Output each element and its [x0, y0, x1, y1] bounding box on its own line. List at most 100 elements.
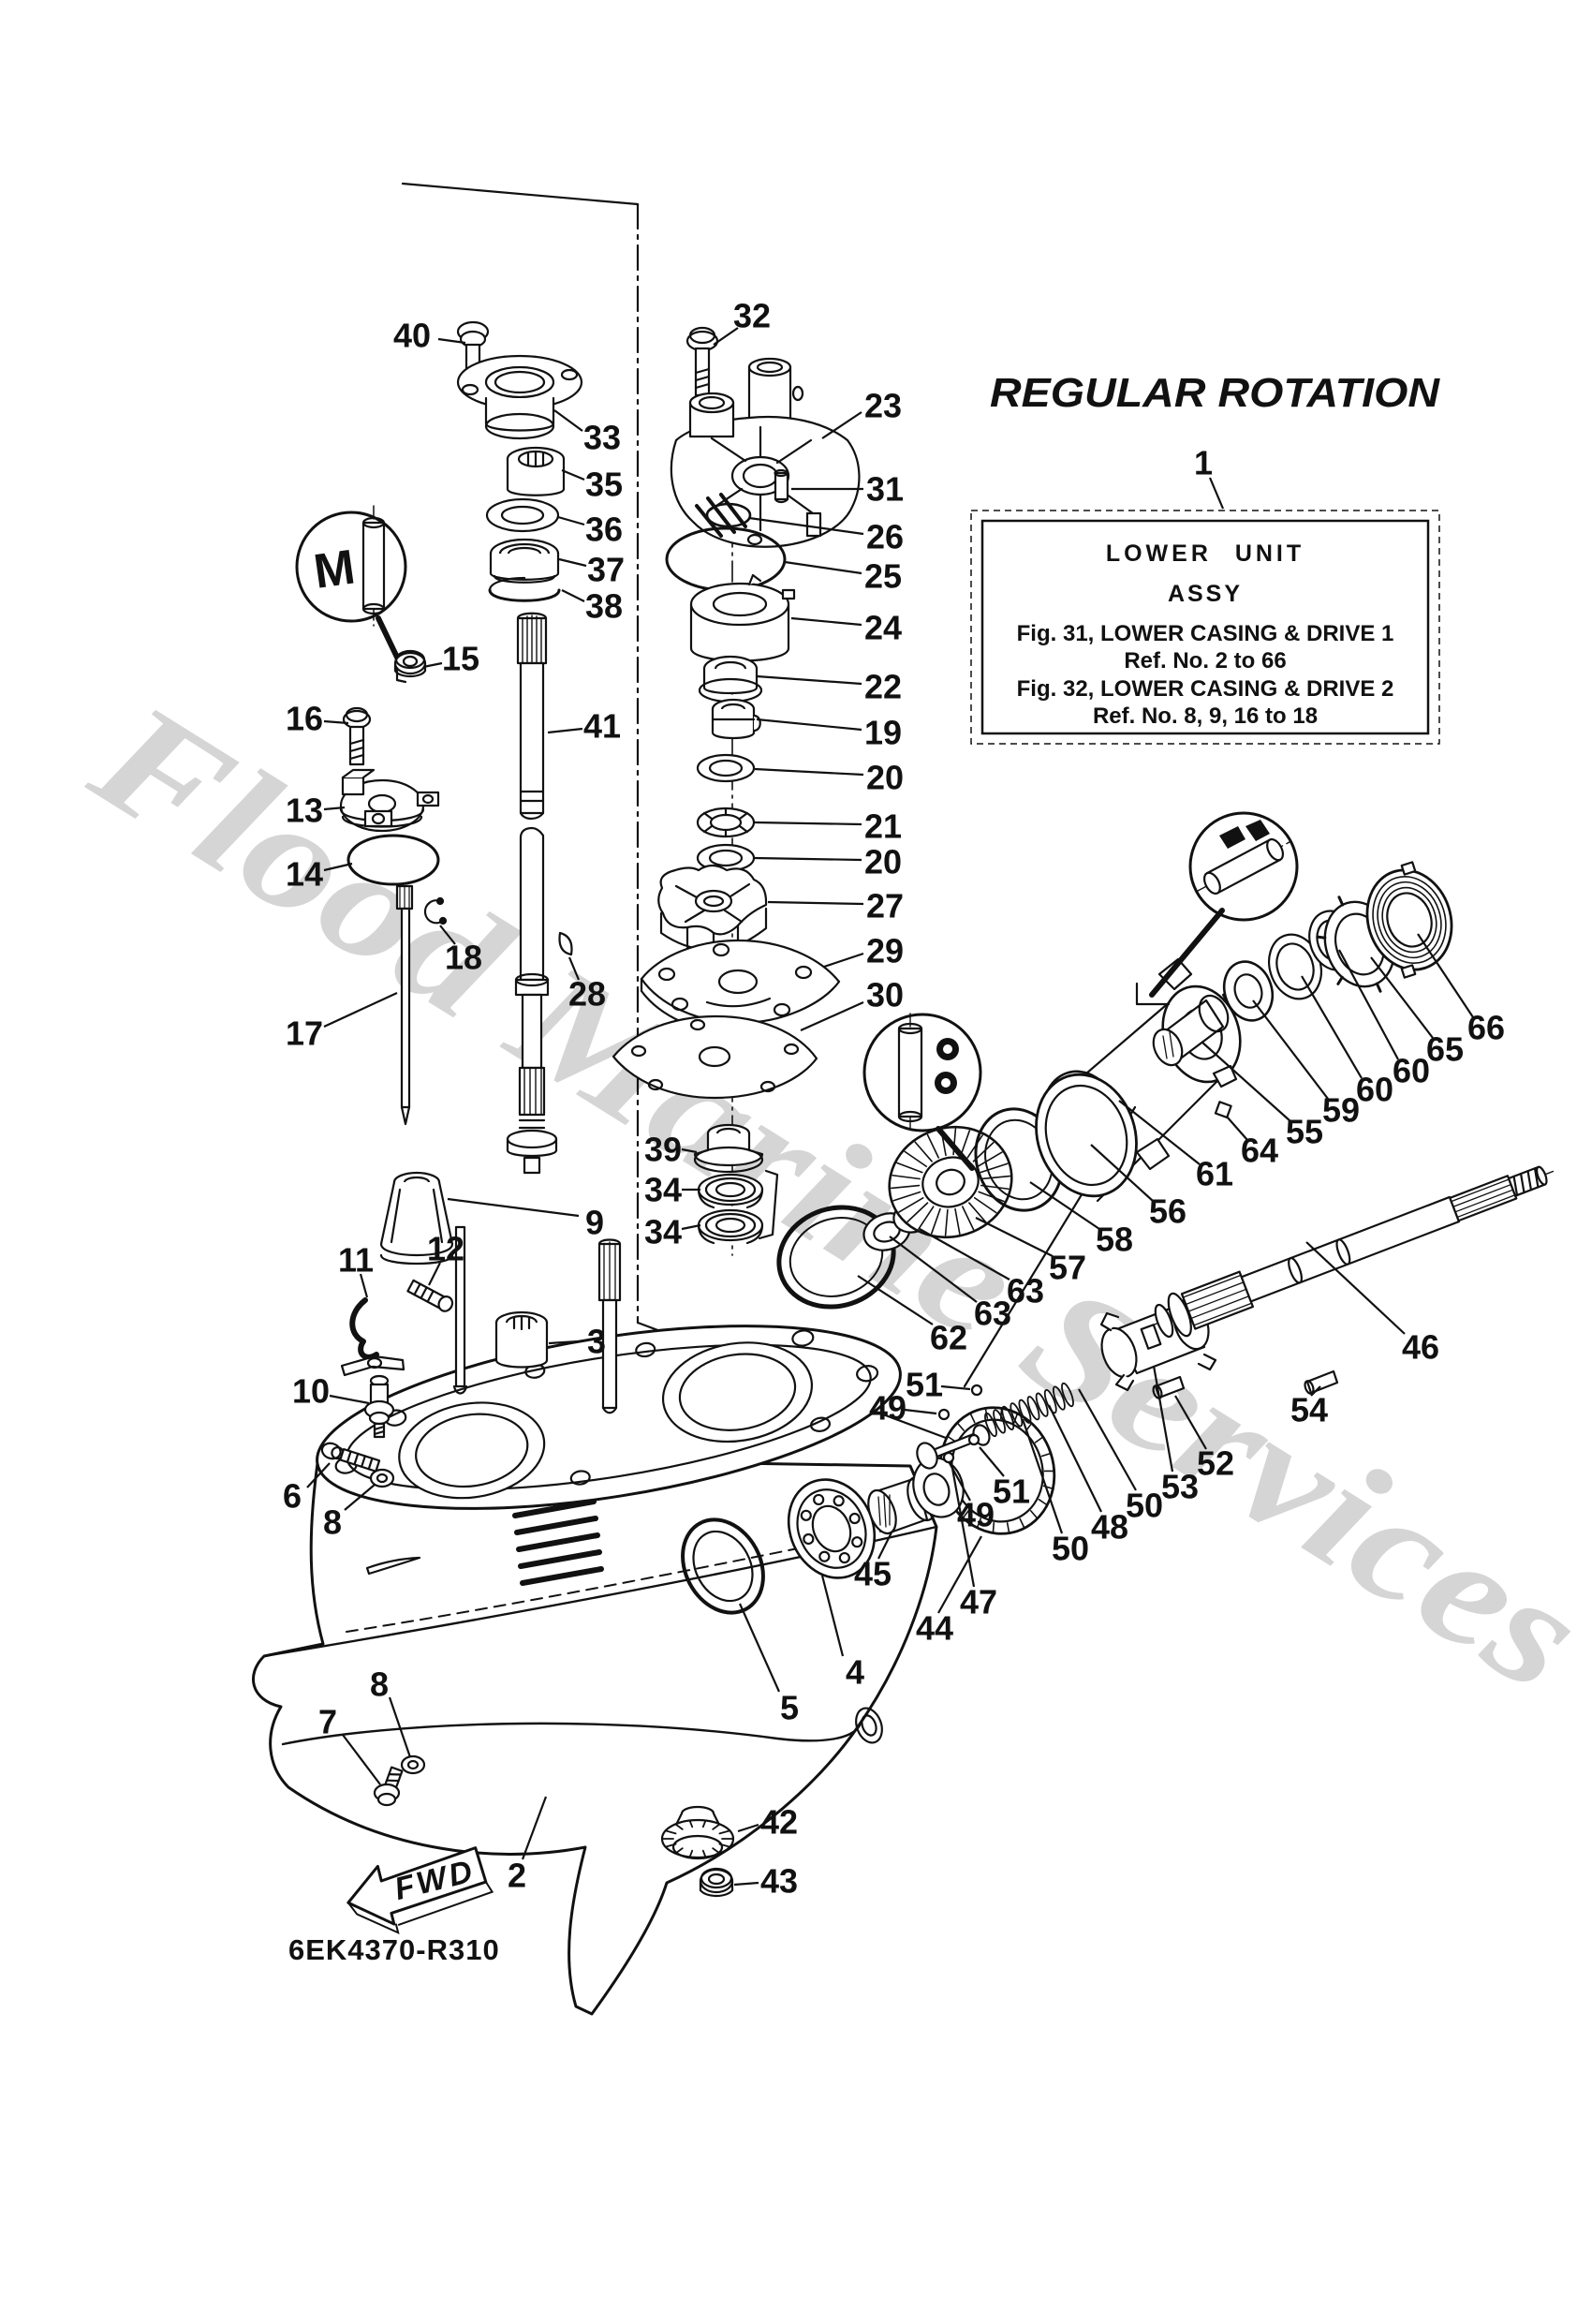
callout-label-10: 10: [292, 1372, 330, 1411]
callout-label-37: 37: [587, 551, 625, 589]
callout-label-5: 5: [780, 1689, 799, 1727]
callout-label-51: 51: [993, 1473, 1030, 1511]
callout-leader-43: [733, 1881, 759, 1887]
callout-label-39: 39: [644, 1131, 682, 1169]
anode-screw-10: [363, 1374, 395, 1439]
reverse-gear-57: [888, 1125, 1013, 1239]
callout-leader-56: [1090, 1144, 1154, 1202]
pin-54: [1304, 1369, 1339, 1395]
callout-label-9: 9: [585, 1204, 604, 1242]
pin-detail-balloon-left: [862, 1013, 982, 1171]
callout-label-4: 4: [846, 1653, 864, 1692]
info-box-line2: ASSY: [1168, 581, 1243, 607]
callout-leader-34: [681, 1223, 701, 1231]
callout-leader-53: [1152, 1365, 1174, 1473]
callout-label-64: 64: [1241, 1132, 1278, 1170]
collar-19: [711, 698, 761, 740]
callout-leader-10: [329, 1394, 370, 1405]
callout-label-20: 20: [866, 759, 904, 797]
callout-leader-30: [800, 1000, 864, 1032]
callout-leader-51: [940, 1384, 971, 1391]
pinion-gear-42: [660, 1805, 735, 1860]
washer-36: [485, 497, 560, 533]
o-ring-14: [346, 834, 440, 886]
callout-label-35: 35: [585, 466, 623, 504]
screw-7: [373, 1766, 404, 1807]
callout-leader-51: [979, 1446, 1005, 1477]
callout-leader-26: [748, 516, 864, 536]
washer-20a: [696, 753, 756, 783]
callout-leader-12: [428, 1262, 441, 1286]
seal-22: [698, 655, 763, 703]
oil-seal-housing-33: [456, 354, 583, 440]
callout-label-17: 17: [286, 1014, 323, 1053]
callout-leader-58: [1029, 1181, 1100, 1230]
callout-leader-28: [567, 956, 581, 981]
callout-leader-44: [937, 1535, 982, 1614]
callout-label-60: 60: [1393, 1052, 1430, 1090]
callout-leader-57: [975, 1217, 1054, 1257]
callout-label-49: 49: [957, 1496, 995, 1534]
callout-leader-2: [521, 1796, 548, 1860]
callout-label-38: 38: [585, 587, 623, 626]
callout-label-51: 51: [906, 1366, 943, 1404]
callout-leader-11: [359, 1273, 369, 1298]
callout-layer: 1403335363738151613141817412832233126252…: [283, 297, 1505, 1901]
callout-label-3: 3: [587, 1323, 606, 1361]
callout-label-53: 53: [1161, 1468, 1199, 1506]
callout-label-62: 62: [930, 1319, 967, 1357]
callout-label-43: 43: [760, 1862, 798, 1901]
gasket-30: [612, 1014, 818, 1100]
screw-12: [406, 1279, 454, 1312]
ring-38: [488, 576, 561, 602]
drive-shaft-41: [506, 612, 558, 1175]
callout-leader-65: [1370, 956, 1434, 1039]
callout-leader-63: [889, 1236, 978, 1303]
washer-8a: [369, 1468, 395, 1488]
callout-label-48: 48: [1091, 1508, 1128, 1547]
oil-seal-59: [1222, 960, 1275, 1022]
callout-label-18: 18: [445, 939, 482, 977]
callout-leader-47: [950, 1462, 976, 1588]
key-64: [1214, 1101, 1232, 1119]
callout-label-24: 24: [864, 609, 902, 647]
callout-leader-41: [547, 727, 583, 734]
info-box-line6: Ref. No. 8, 9, 16 to 18: [1093, 703, 1318, 729]
callout-leader-50: [1021, 1418, 1064, 1534]
callout-label-6: 6: [283, 1477, 302, 1516]
callout-label-47: 47: [960, 1583, 997, 1621]
callout-leader-60: [1338, 949, 1399, 1060]
callout-leader-13: [323, 806, 346, 811]
callout-leader-27: [767, 900, 864, 906]
pin-detail-balloon-right: [1135, 811, 1299, 1006]
impeller-27: [657, 864, 768, 951]
callout-label-65: 65: [1426, 1030, 1464, 1069]
needle-bearing-55: [1152, 994, 1230, 1067]
callout-label-56: 56: [1149, 1192, 1186, 1231]
callout-label-26: 26: [866, 518, 904, 556]
callout-label-22: 22: [864, 668, 902, 706]
pump-cup-24: [689, 573, 796, 662]
callout-leader-1: [1208, 477, 1225, 510]
callout-leader-37: [558, 557, 587, 568]
callout-leader-29: [823, 952, 864, 969]
drive-shaft-lower-segment: [597, 1238, 622, 1414]
callout-leader-19: [756, 718, 862, 732]
callout-label-15: 15: [442, 640, 479, 678]
nut-15: [393, 649, 427, 678]
callout-leader-14: [323, 862, 353, 872]
bolt-32: [685, 326, 719, 397]
callout-label-40: 40: [393, 317, 431, 355]
callout-leader-49: [904, 1408, 937, 1415]
callout-leader-63: [919, 1228, 1010, 1280]
callout-label-29: 29: [866, 932, 904, 970]
spring-48: [984, 1382, 1074, 1438]
callout-leader-50: [1078, 1388, 1137, 1491]
callout-leader-16: [323, 719, 349, 725]
callout-label-63: 63: [1007, 1272, 1044, 1310]
callout-leader-45: [877, 1532, 892, 1560]
callout-leader-15: [422, 661, 443, 669]
callout-leader-22: [756, 674, 862, 686]
